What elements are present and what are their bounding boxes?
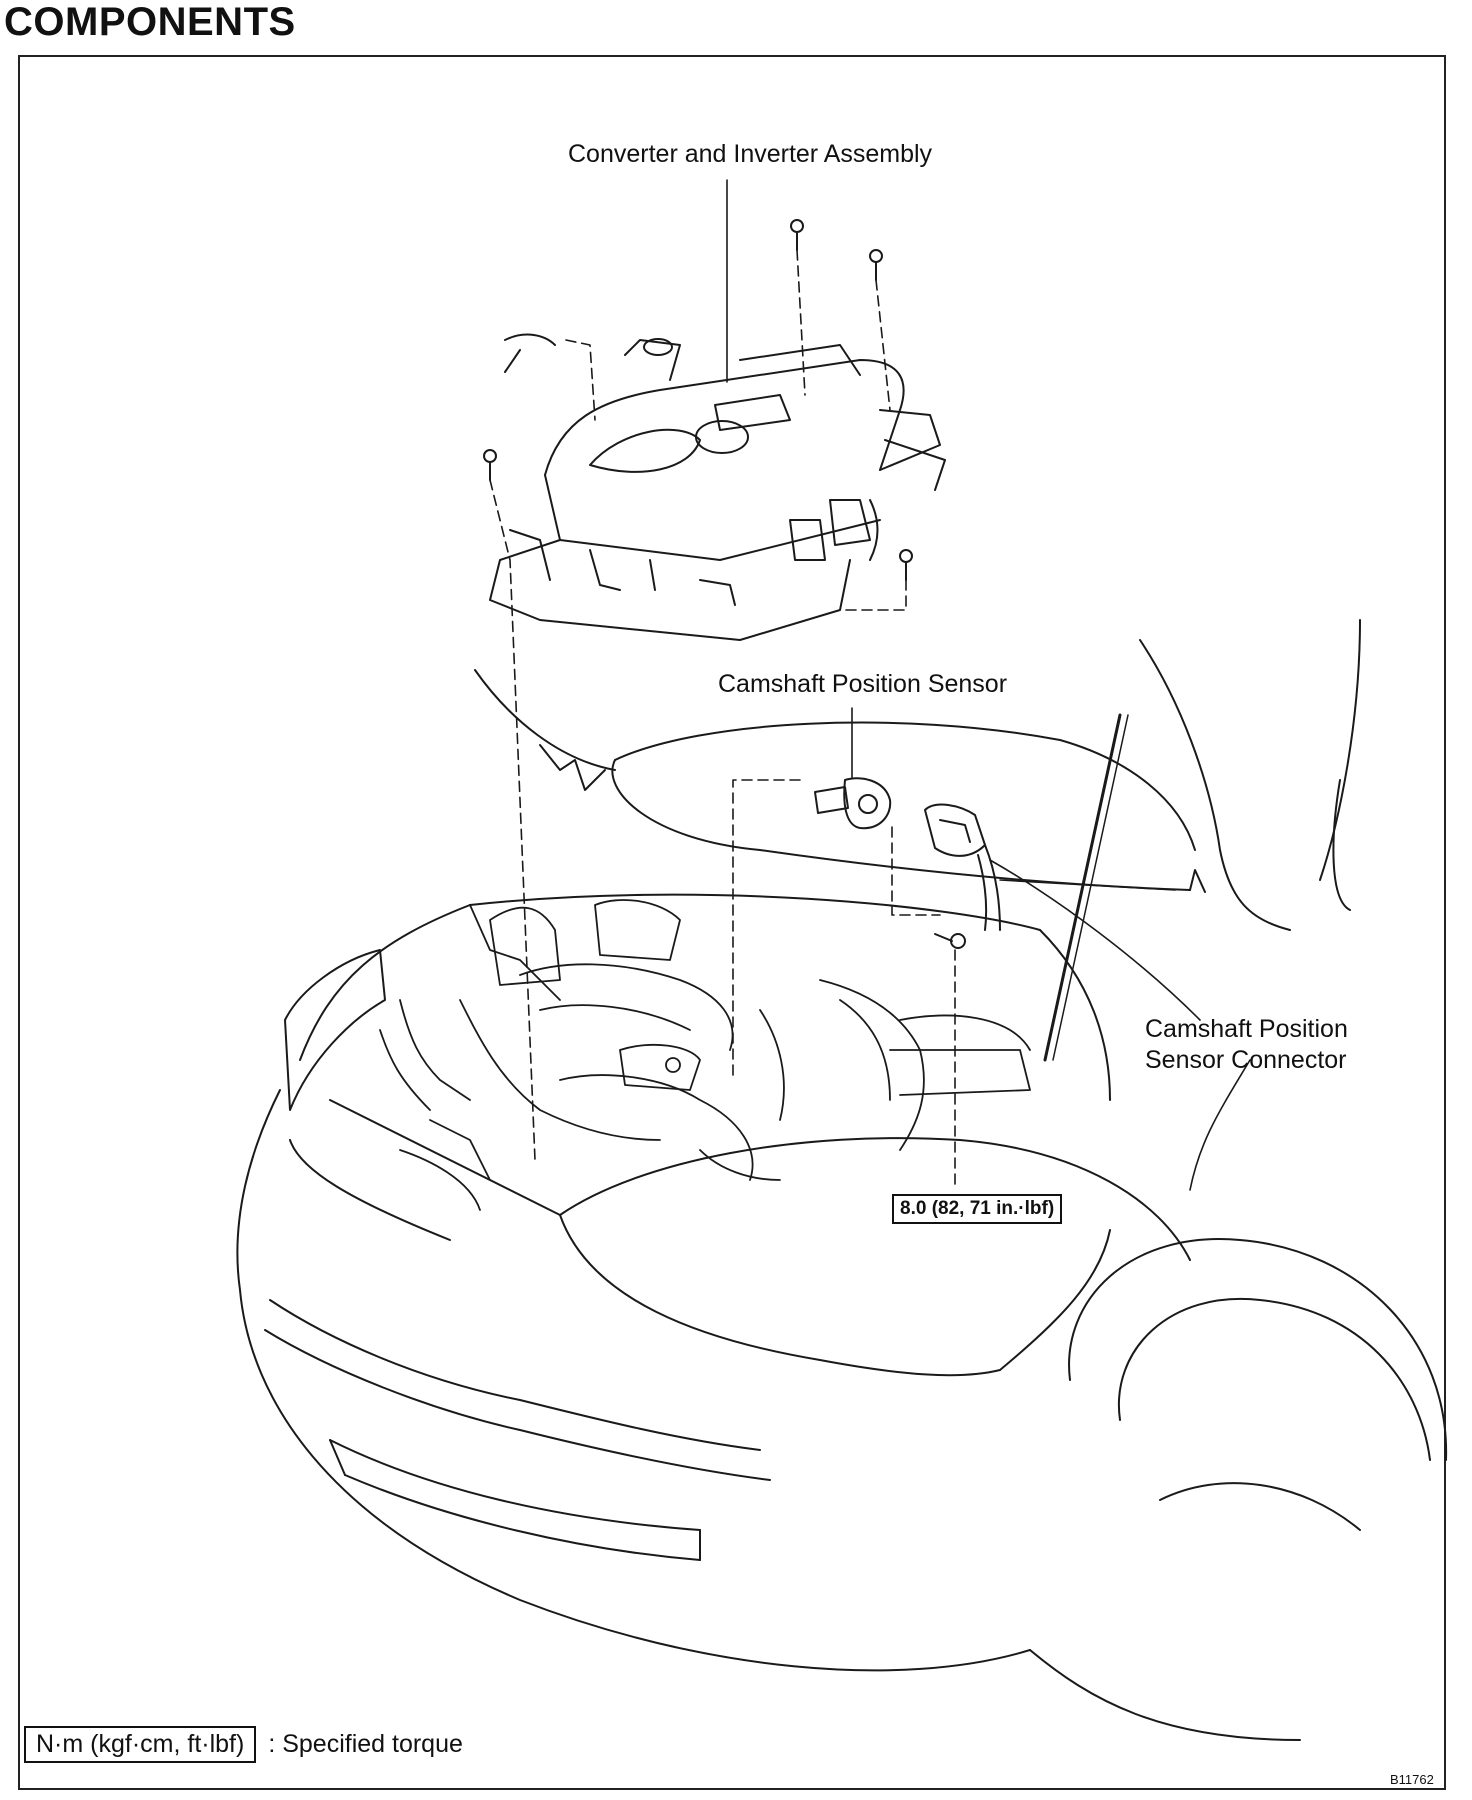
camshaft-position-sensor [814, 777, 892, 830]
legend-unit-box: N·m (kgf·cm, ft·lbf) [24, 1726, 257, 1763]
hood-prop-rod [1043, 713, 1122, 1062]
car-body [236, 619, 1448, 1741]
camshaft-connector-label-line2: Sensor Connector [1145, 1046, 1347, 1074]
torque-legend: N·m (kgf·cm, ft·lbf) : Specified torque [24, 1726, 463, 1763]
legend-description: : Specified torque [268, 1730, 463, 1758]
figure-id: B11762 [1390, 1772, 1434, 1787]
camshaft-connector-label-line1: Camshaft Position [1145, 1015, 1348, 1043]
converter-inverter-assembly [489, 333, 946, 641]
page-title: COMPONENTS [4, 0, 296, 44]
alignment-lines [489, 249, 956, 1191]
assembly-bolts [483, 219, 966, 949]
camshaft-position-sensor-connector [924, 803, 1001, 931]
torque-spec-box: 8.0 (82, 71 in.·lbf) [892, 1194, 1063, 1224]
converter-inverter-label: Converter and Inverter Assembly [568, 140, 933, 168]
raised-hood [474, 669, 1206, 893]
diagram-frame [18, 55, 1446, 1790]
leader-lines [726, 179, 1251, 1191]
engine-bay [379, 899, 1031, 1211]
camshaft-sensor-label: Camshaft Position Sensor [718, 670, 1008, 698]
